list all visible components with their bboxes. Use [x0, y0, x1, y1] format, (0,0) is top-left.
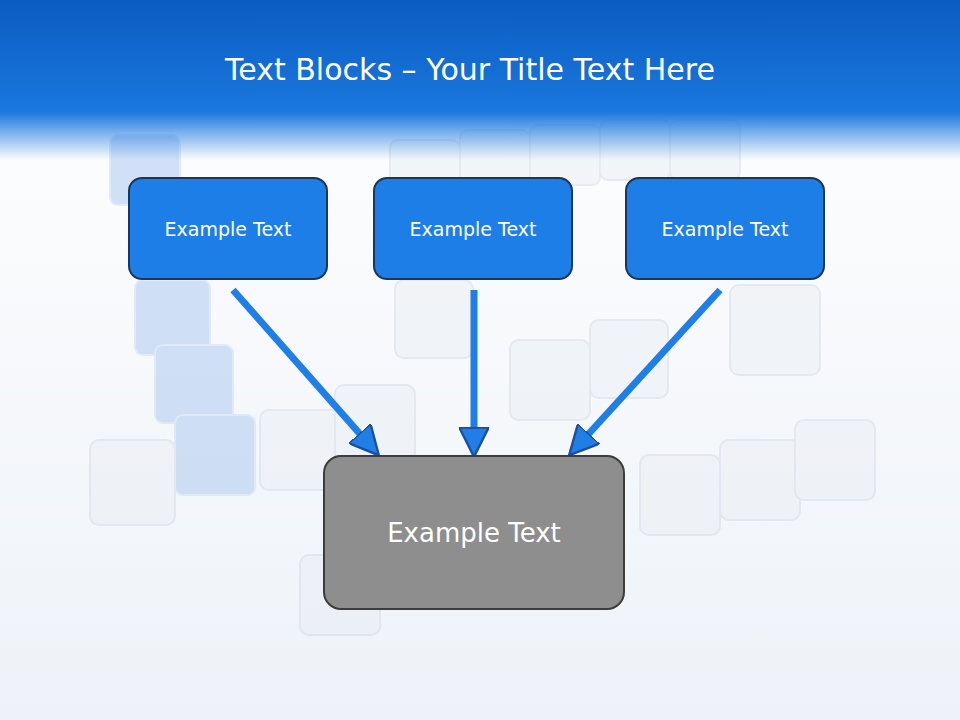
arrow-connector [573, 290, 720, 451]
letter-cubes [90, 120, 875, 635]
arrow-connector [471, 290, 478, 451]
text-box: Example Text [625, 177, 825, 280]
result-box: Example Text [323, 455, 625, 610]
box-text: Example Text [165, 218, 292, 240]
text-box: Example Text [373, 177, 573, 280]
box-text: Example Text [410, 218, 537, 240]
header-band [0, 0, 960, 160]
box-text: Example Text [662, 218, 789, 240]
text-box: Example Text [128, 177, 328, 280]
arrow-connector [233, 290, 375, 451]
slide-title: Text Blocks – Your Title Text Here [0, 52, 940, 87]
box-text: Example Text [387, 518, 561, 548]
